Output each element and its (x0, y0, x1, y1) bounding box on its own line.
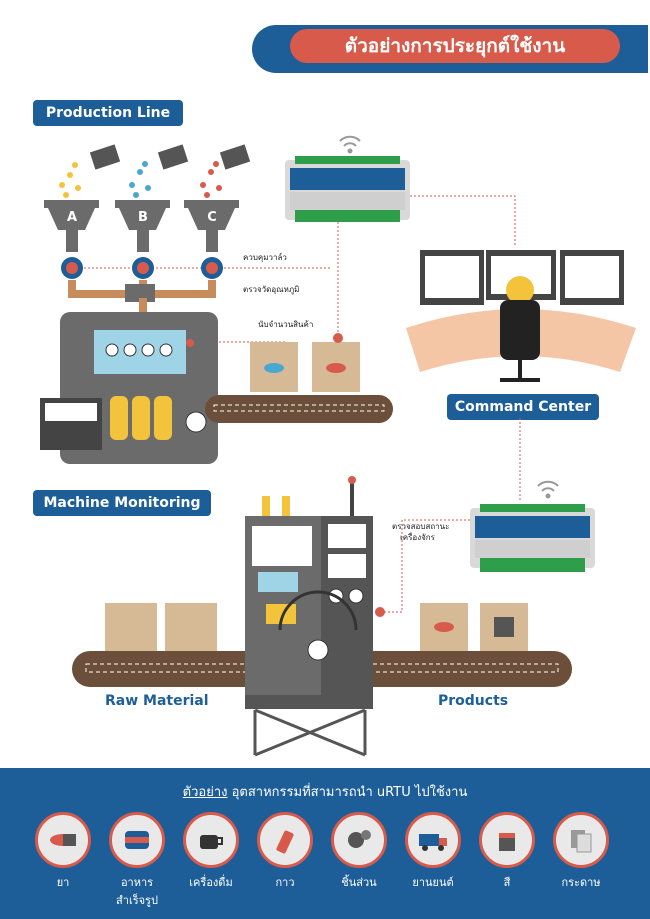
valve-icons (61, 257, 223, 279)
wifi-icon (339, 135, 361, 154)
valve-control-label: ควบคุมวาล์ว (243, 253, 287, 262)
temperature-label: ตรวจวัดอุณหภูมิ (243, 285, 300, 294)
paint-bucket-icon (479, 812, 535, 868)
command-center-tag: Command Center (447, 394, 599, 420)
industry-label: กาว (275, 876, 295, 889)
industry-item: ชิ้นส่วน (324, 812, 394, 891)
command-center-illustration (406, 250, 636, 382)
production-line-tag: Production Line (33, 100, 183, 126)
truck-icon (405, 812, 461, 868)
machine-status-label-1: ตรวจสอบสถานะ (392, 522, 450, 531)
machine-monitoring-tag: Machine Monitoring (33, 490, 211, 516)
conveyor-top (205, 395, 393, 423)
industry-label: เครื่องดื่ม (189, 876, 233, 889)
industry-label: ชิ้นส่วน (341, 876, 377, 889)
glue-tube-icon (257, 812, 313, 868)
connection-lines (80, 195, 521, 613)
industry-item: กาว (250, 812, 320, 891)
industry-label: ยานยนต์ (412, 876, 454, 889)
gears-icon (331, 812, 387, 868)
products-label: Products (438, 693, 509, 709)
pill-icon (35, 812, 91, 868)
production-machine (40, 312, 218, 464)
industry-label: สี (503, 876, 511, 889)
footer-title: ตัวอย่าง อุตสาหกรรมที่สามารถนำ uRTU ไปใช… (0, 781, 650, 802)
industry-item: ยานยนต์ (398, 812, 468, 891)
industry-label: อาหารสำเร็จรูป (116, 876, 158, 907)
rtu-device-top (285, 156, 410, 222)
canned-food-icon (109, 812, 165, 868)
industry-footer (0, 768, 650, 919)
factory-illustration (40, 135, 636, 757)
rtu-device-lower (470, 504, 595, 572)
coffee-cup-icon (183, 812, 239, 868)
industry-item: กระดาษ (546, 812, 616, 891)
hopper-label-a: A (66, 210, 78, 225)
industry-item: อาหารสำเร็จรูป (102, 812, 172, 909)
hoppers (44, 200, 239, 252)
wifi-icon-lower (537, 480, 559, 499)
industry-item: สี (472, 812, 542, 891)
raw-material-label: Raw Material (105, 693, 209, 709)
monitoring-machine (245, 476, 385, 757)
product-boxes-bottom (420, 603, 528, 651)
product-boxes-top (250, 333, 360, 392)
industry-label: ยา (56, 876, 70, 889)
machine-status-label-2: เครื่องจักร (400, 533, 435, 542)
industry-item: เครื่องดื่ม (176, 812, 246, 891)
industry-label: กระดาษ (561, 876, 601, 889)
footer-title-rest: อุตสาหกรรมที่สามารถนำ uRTU ไปใช้งาน (227, 785, 468, 800)
pipes (68, 280, 216, 314)
page-title: ตัวอย่างการประยุกต์ใช้งาน (290, 29, 620, 63)
paper-icon (553, 812, 609, 868)
hopper-label-b: B (138, 210, 148, 225)
raw-material-boxes (105, 603, 217, 651)
hopper-label-c: C (207, 210, 217, 225)
raw-material-particles (59, 144, 251, 198)
footer-title-prefix: ตัวอย่าง (182, 785, 228, 800)
count-label: นับจำนวนสินค้า (258, 320, 314, 329)
industry-item: ยา (28, 812, 98, 891)
